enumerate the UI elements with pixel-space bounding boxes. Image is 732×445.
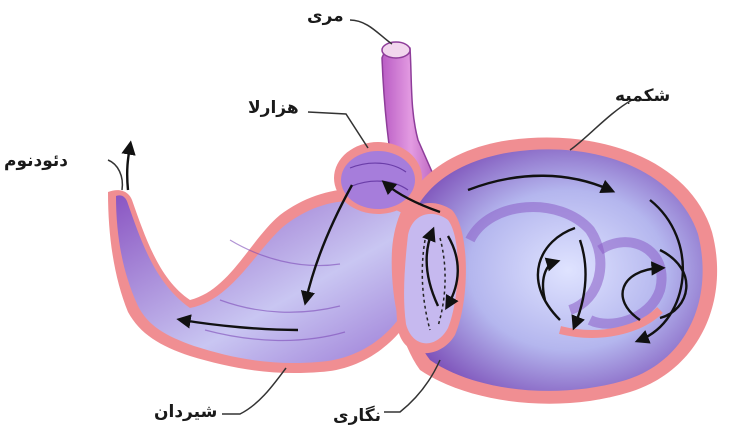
leader-omasum xyxy=(308,112,368,148)
leader-esophagus xyxy=(350,20,392,44)
flow-arrow-duodenum-up xyxy=(127,146,130,190)
leader-abomasum xyxy=(222,368,286,414)
label-rumen: شکمبه xyxy=(615,88,670,105)
label-esophagus: مری xyxy=(307,8,344,25)
label-abomasum: شیردان xyxy=(154,404,217,421)
leader-rumen xyxy=(570,100,632,150)
reticulum-body xyxy=(396,203,466,353)
label-duodenum: دئودنوم xyxy=(4,153,68,170)
label-omasum: هزارلا xyxy=(248,100,299,117)
abomasum-body xyxy=(108,189,420,373)
label-reticulum: نگاری xyxy=(333,408,381,425)
leader-duodenum xyxy=(108,160,122,190)
